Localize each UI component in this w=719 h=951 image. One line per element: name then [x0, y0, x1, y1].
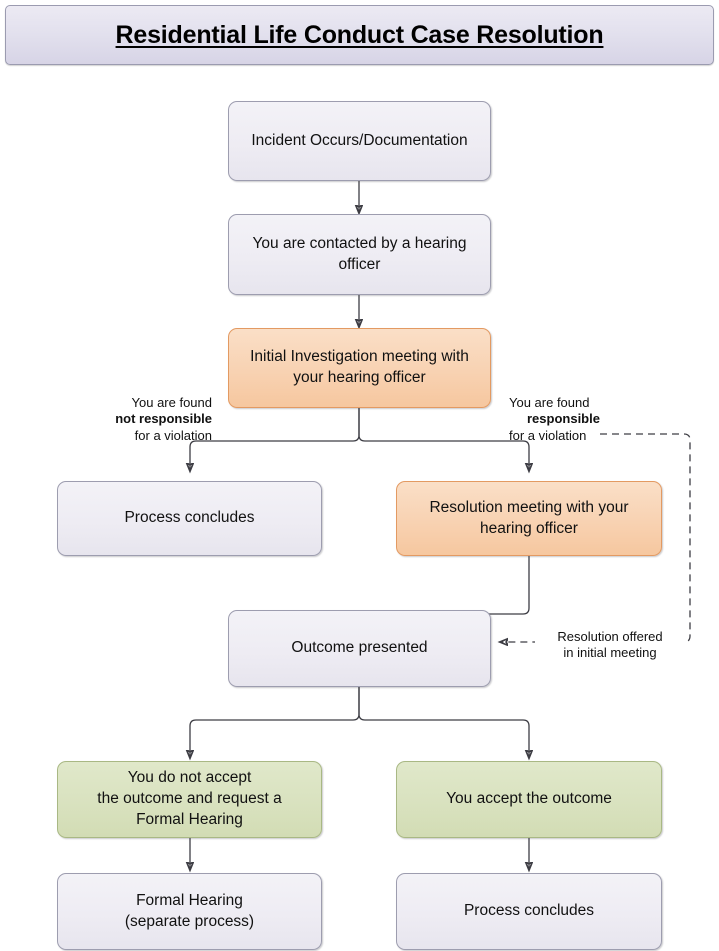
node-do-not-accept-outcome[interactable]: You do not accept the outcome and reques… — [57, 761, 322, 838]
page-title-banner: Residential Life Conduct Case Resolution — [5, 5, 714, 65]
node-contacted-line-1: You are contacted by a hearing — [252, 234, 467, 252]
node-contacted-line-2: officer — [338, 255, 381, 273]
edge-label-resolution-offered: Resolution offered in initial meeting — [535, 629, 685, 662]
node-outcome-presented[interactable]: Outcome presented — [228, 610, 491, 687]
node-formal-hearing-line-1: Formal Hearing — [136, 891, 243, 909]
node-accept-line-1: You accept the outcome — [446, 790, 612, 808]
node-incident-line-1: Incident Occurs/Documentation — [251, 131, 468, 149]
edge-label-not-responsible-line-2: not responsible — [115, 411, 212, 427]
node-formal-hearing[interactable]: Formal Hearing (separate process) — [57, 873, 322, 950]
edge-initial-to-resolution-meeting — [358, 408, 529, 471]
node-outcome-line-1: Outcome presented — [291, 639, 428, 657]
edge-label-responsible-line-3: for a violation — [509, 427, 587, 443]
node-formal-hearing-line-2: (separate process) — [124, 912, 255, 930]
node-contacted-by-hearing-officer[interactable]: You are contacted by a hearing officer — [228, 214, 491, 295]
node-process-concludes-left[interactable]: Process concludes — [57, 481, 322, 556]
edge-initial-to-process-concludes — [190, 408, 360, 471]
edge-outcome-to-do-not-accept — [190, 687, 360, 758]
page-title: Residential Life Conduct Case Resolution — [115, 20, 604, 49]
edge-label-responsible-line-2: responsible — [527, 411, 600, 427]
edge-label-not-responsible-line-3: for a violation — [134, 427, 212, 443]
node-process-concludes-right[interactable]: Process concludes — [396, 873, 662, 950]
edge-label-responsible: You are found responsible for a violatio… — [509, 395, 669, 444]
node-initial-investigation-meeting[interactable]: Initial Investigation meeting with your … — [228, 328, 491, 408]
node-process-concludes-right-line-1: Process concludes — [463, 902, 595, 920]
edge-label-responsible-line-1: You are found — [509, 395, 590, 410]
edge-label-resolution-offered-line-1: Resolution offered — [557, 629, 663, 644]
node-do-not-accept-line-3: Formal Hearing — [136, 810, 243, 828]
node-initial-line-2: your hearing officer — [293, 369, 426, 386]
node-resolution-line-1: Resolution meeting with your — [429, 498, 629, 516]
node-resolution-line-2: hearing officer — [480, 519, 578, 537]
edge-label-not-responsible-line-1: You are found — [131, 395, 212, 410]
node-initial-line-1: Initial Investigation meeting with — [250, 348, 469, 366]
node-accept-outcome[interactable]: You accept the outcome — [396, 761, 662, 838]
node-do-not-accept-line-1: You do not accept — [127, 769, 252, 787]
node-do-not-accept-line-2: the outcome and request a — [97, 790, 282, 808]
edge-outcome-to-accept — [358, 687, 529, 758]
edge-label-resolution-offered-line-2: in initial meeting — [563, 645, 657, 661]
node-incident[interactable]: Incident Occurs/Documentation — [228, 101, 491, 181]
edge-label-not-responsible: You are found not responsible for a viol… — [60, 395, 212, 444]
node-resolution-meeting[interactable]: Resolution meeting with your hearing off… — [396, 481, 662, 556]
node-process-concludes-left-line-1: Process concludes — [124, 509, 255, 527]
